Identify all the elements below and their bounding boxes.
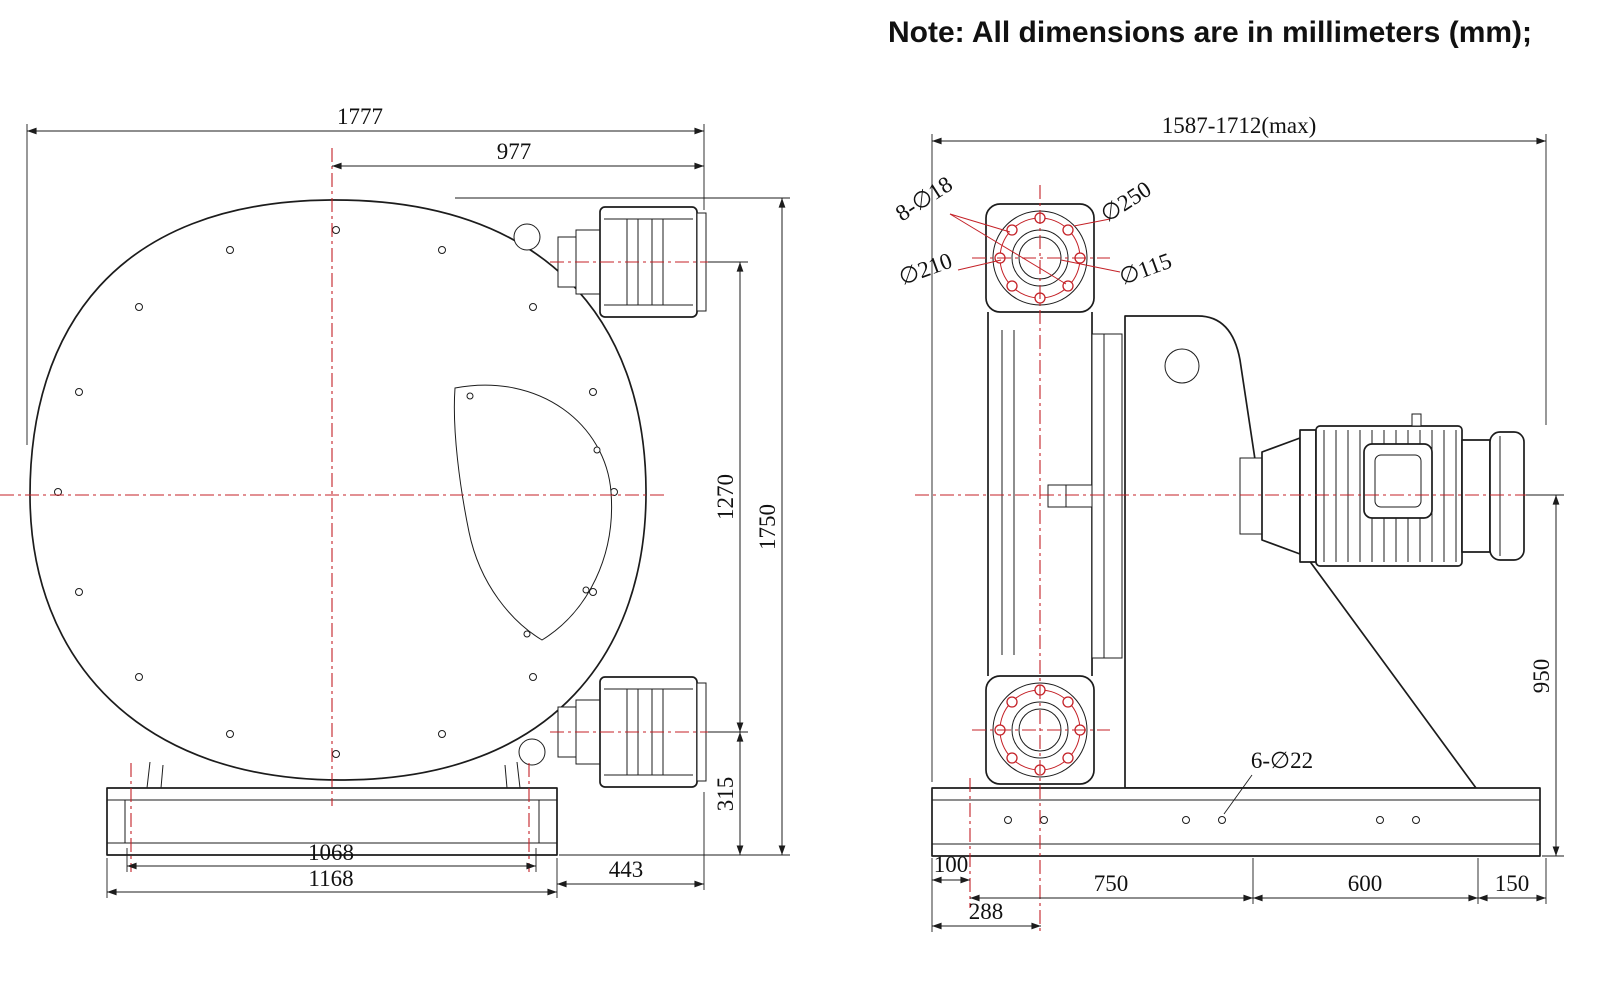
motor — [1261, 413, 1525, 567]
dim-overall-height: 1750 — [755, 504, 780, 550]
dim-overall-length: 1587-1712(max) — [1162, 113, 1317, 138]
dim-center-to-flange: 977 — [497, 139, 532, 164]
motor-terminal-box — [1363, 443, 1433, 519]
label-flange-bolt-holes: 8-∅18 — [891, 171, 957, 226]
dim-flange-overhang: 443 — [609, 857, 644, 882]
front-view: 1777 977 1270 1750 315 1068 1168 443 — [0, 104, 790, 898]
dim-600: 600 — [1348, 871, 1383, 896]
dim-750: 750 — [1094, 871, 1129, 896]
dimensions-note: Note: All dimensions are in millimeters … — [888, 16, 1532, 49]
pump-body-side — [987, 312, 1123, 676]
label-flange-outer-dia: ∅250 — [1096, 176, 1155, 227]
side-view: 1587-1712(max) 8-∅18 ∅250 ∅210 ∅115 6-∅2… — [891, 113, 1565, 935]
label-bore-dia: ∅115 — [1116, 248, 1175, 290]
dim-flange-span: 1270 — [713, 474, 738, 520]
dim-base-inner: 1068 — [308, 840, 354, 865]
label-anchor-holes: 6-∅22 — [1251, 748, 1313, 773]
dim-base-outer: 1168 — [308, 866, 353, 891]
label-bolt-circle-dia: ∅210 — [896, 248, 956, 290]
dim-overall-width: 1777 — [337, 104, 383, 129]
dim-150: 150 — [1495, 871, 1530, 896]
dim-flange-to-base: 315 — [713, 777, 738, 812]
dim-center-height: 950 — [1529, 659, 1554, 694]
inspection-window — [453, 384, 613, 641]
dim-100: 100 — [934, 852, 969, 877]
pump-casing — [29, 199, 647, 781]
anchor-hole-leader — [1223, 774, 1253, 815]
dim-288: 288 — [969, 899, 1004, 924]
motor-eyebolt — [1411, 413, 1422, 427]
motor-fan-cover — [1489, 431, 1525, 561]
side-base — [931, 787, 1541, 857]
